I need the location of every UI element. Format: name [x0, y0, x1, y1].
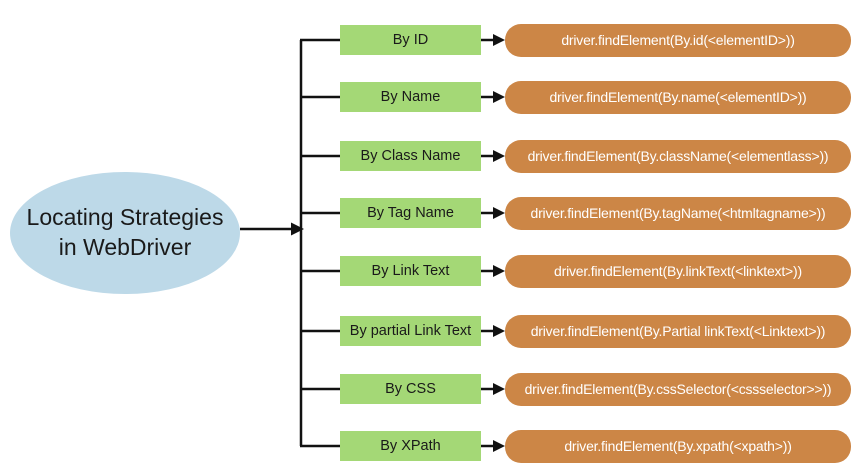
code-label: driver.findElement(By.tagName(<htmltagna… [530, 205, 826, 221]
root-node-label-line2: in WebDriver [58, 234, 192, 260]
strategy-box: By CSS [340, 374, 481, 404]
strategy-box: By Tag Name [340, 198, 481, 228]
code-box: driver.findElement(By.Partial linkText(<… [505, 314, 851, 348]
strategy-row: By Link Text driver.findElement(By.linkT… [0, 251, 861, 291]
strategy-box: By ID [340, 25, 481, 55]
strategy-row: By Name driver.findElement(By.name(<elem… [0, 77, 861, 117]
strategy-label: By XPath [380, 438, 441, 454]
code-label: driver.findElement(By.Partial linkText(<… [530, 323, 826, 339]
code-label: driver.findElement(By.xpath(<xpath>)) [564, 438, 792, 454]
strategy-label: By partial Link Text [349, 323, 472, 339]
code-label: driver.findElement(By.id(<elementID>)) [561, 32, 795, 48]
strategy-row: By Class Name driver.findElement(By.clas… [0, 136, 861, 176]
strategy-label: By CSS [385, 381, 436, 397]
strategy-label: By ID [392, 32, 429, 48]
code-label: driver.findElement(By.className(<element… [527, 148, 829, 164]
code-label: driver.findElement(By.name(<elementID>)) [549, 89, 807, 105]
strategy-row: By Tag Name driver.findElement(By.tagNam… [0, 193, 861, 233]
strategy-row: By ID driver.findElement(By.id(<elementI… [0, 20, 861, 60]
code-box: driver.findElement(By.xpath(<xpath>)) [505, 429, 851, 463]
root-node-ellipse: Locating Strategies in WebDriver [10, 172, 240, 294]
code-label: driver.findElement(By.cssSelector(<cssse… [524, 381, 832, 397]
code-box: driver.findElement(By.name(<elementID>)) [505, 80, 851, 114]
code-box: driver.findElement(By.className(<element… [505, 139, 851, 173]
code-box: driver.findElement(By.linkText(<linktext… [505, 254, 851, 288]
strategy-row: By XPath driver.findElement(By.xpath(<xp… [0, 426, 861, 466]
code-label: driver.findElement(By.linkText(<linktext… [554, 263, 802, 279]
strategy-box: By Link Text [340, 256, 481, 286]
code-box: driver.findElement(By.tagName(<htmltagna… [505, 196, 851, 230]
strategy-row: By partial Link Text driver.findElement(… [0, 311, 861, 351]
strategy-label: By Class Name [360, 148, 461, 164]
strategy-box: By XPath [340, 431, 481, 461]
strategy-row: By CSS driver.findElement(By.cssSelector… [0, 369, 861, 409]
strategy-box: By Class Name [340, 141, 481, 171]
strategy-label: By Name [380, 89, 441, 105]
strategy-label: By Link Text [371, 263, 450, 279]
strategy-box: By Name [340, 82, 481, 112]
code-box: driver.findElement(By.id(<elementID>)) [505, 23, 851, 57]
code-box: driver.findElement(By.cssSelector(<cssse… [505, 372, 851, 406]
strategy-label: By Tag Name [367, 205, 454, 221]
strategy-box: By partial Link Text [340, 316, 481, 346]
root-node-label-line1: Locating Strategies [26, 204, 224, 231]
